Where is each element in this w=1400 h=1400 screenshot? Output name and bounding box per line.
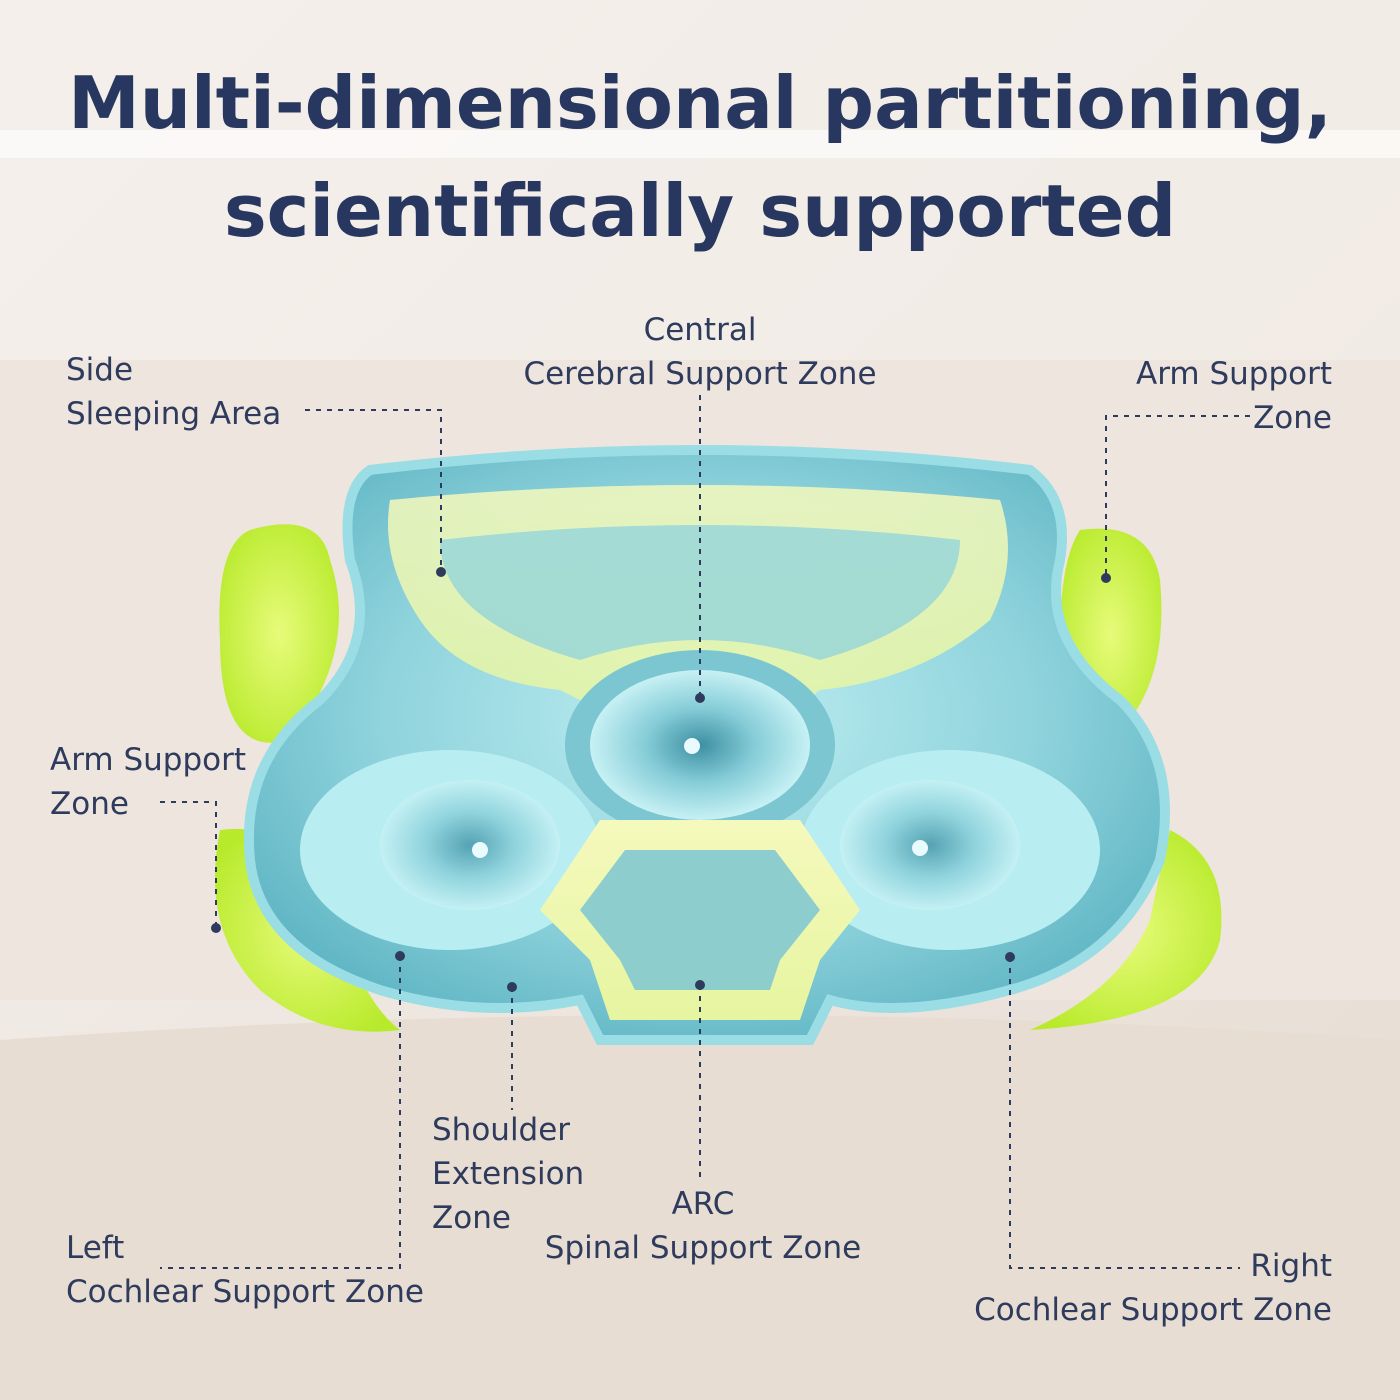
zone-markers: [211, 567, 1111, 992]
central-cerebral-label: Central Cerebral Support Zone: [523, 312, 877, 392]
left-button: [472, 842, 488, 858]
arc-spinal-label: ARC Spinal Support Zone: [544, 1186, 862, 1266]
central-cerebral-zone: [590, 670, 810, 820]
central-button: [684, 738, 700, 754]
right-button: [912, 840, 928, 856]
marker-arm-left: [211, 923, 221, 933]
marker-shoulder: [507, 982, 517, 992]
leader-lines: [160, 395, 1250, 1269]
left-cochlear-label: Left Cochlear Support Zone: [66, 1230, 424, 1310]
right-arm-wing-lower: [1030, 830, 1222, 1030]
arm-support-right-label: Arm Support Zone: [1135, 356, 1332, 436]
marker-arc: [695, 980, 705, 990]
marker-arm-right: [1101, 573, 1111, 583]
headline-line-2: scientifically supported: [223, 169, 1177, 253]
marker-central: [695, 693, 705, 703]
shoulder-extension-label: Shoulder Extension Zone: [432, 1112, 585, 1236]
side-sleeping-label: Side Sleeping Area: [66, 352, 282, 432]
headline-line-1: Multi-dimensional partitioning,: [68, 61, 1332, 145]
arm-support-left-label: Arm Support Zone: [50, 742, 247, 822]
sofa-seat: [0, 1015, 1400, 1400]
marker-side-sleeping: [436, 567, 446, 577]
left-arm-wing-upper: [219, 524, 339, 743]
marker-left-cochlear: [395, 951, 405, 961]
right-cochlear-label: Right Cochlear Support Zone: [974, 1248, 1332, 1328]
marker-right-cochlear: [1005, 952, 1015, 962]
